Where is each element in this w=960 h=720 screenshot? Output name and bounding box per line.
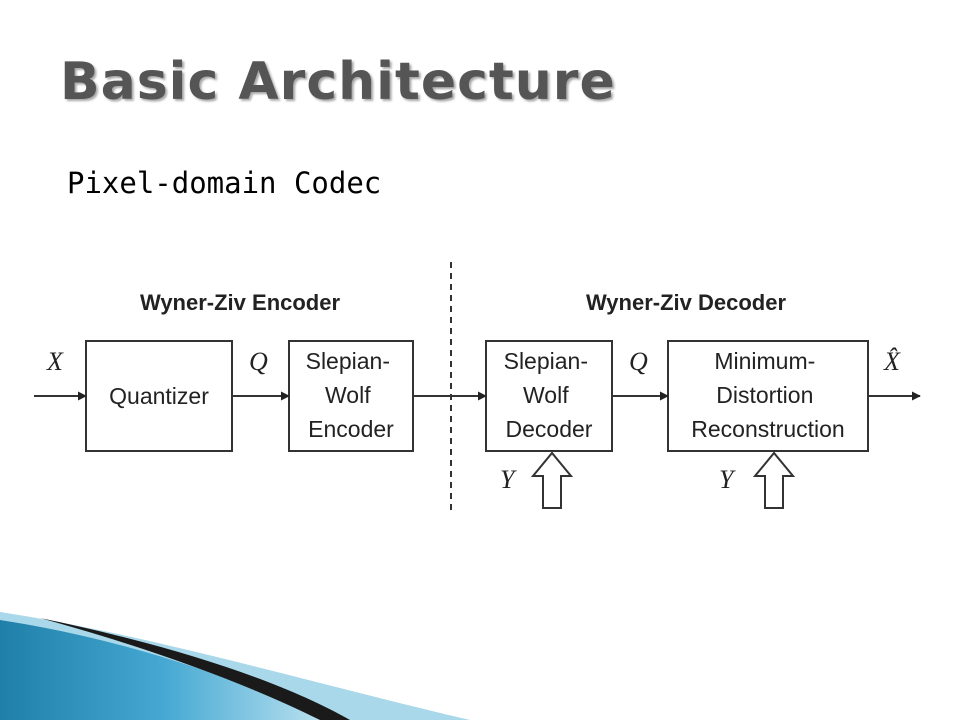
quantizer-block: Quantizer: [85, 340, 233, 452]
swoosh-dark-band: [40, 618, 350, 720]
reconstruction-line-2: Distortion: [716, 382, 813, 408]
reconstruction-line-3: Reconstruction: [691, 416, 844, 442]
output-variable-label: X̂: [883, 347, 901, 376]
side-info-label-reconstruction: Y: [719, 465, 736, 494]
sw-encoder-line-1: Slepian-: [306, 348, 390, 374]
sw-decoder-line-2: Wolf: [523, 382, 569, 408]
reconstruction-block: Minimum- Distortion Reconstruction: [667, 340, 869, 452]
svg-text:Quantizer: Quantizer: [109, 383, 209, 409]
decoder-quantized-variable-label: Q: [629, 347, 648, 376]
slepian-wolf-decoder-block: Slepian- Wolf Decoder: [485, 340, 613, 452]
decoder-heading: Wyner-Ziv Decoder: [586, 290, 787, 315]
reconstruction-line-1: Minimum-: [714, 348, 815, 374]
slepian-wolf-encoder-block: Slepian- Wolf Encoder: [288, 340, 414, 452]
sw-decoder-line-3: Decoder: [506, 416, 593, 442]
wyner-ziv-diagram: Wyner-Ziv Encoder Wyner-Ziv Decoder Quan…: [34, 262, 921, 512]
sw-encoder-line-2: Wolf: [325, 382, 371, 408]
quantizer-label: Quantizer: [109, 383, 209, 409]
slide-subtitle: Pixel-domain Codec: [67, 166, 382, 200]
input-variable-label: X: [46, 347, 64, 376]
corner-swoosh-decoration: [0, 612, 470, 720]
encoder-heading: Wyner-Ziv Encoder: [140, 290, 341, 315]
quantized-variable-label: Q: [249, 347, 268, 376]
svg-text:Slepian- Wolf Enco: Slepian- Wolf Encoder: [306, 348, 397, 442]
sw-decoder-line-1: Slepian-: [504, 348, 588, 374]
sw-encoder-line-3: Encoder: [308, 416, 394, 442]
side-info-arrow-reconstruction: [752, 451, 796, 509]
side-info-arrow-decoder: [530, 451, 574, 509]
side-info-label-decoder: Y: [500, 465, 517, 494]
svg-text:Minimum- Distortion: Minimum- Distortion Reconstruction: [691, 348, 844, 442]
slide-title: Basic Architecture: [60, 52, 616, 112]
swoosh-blue-band: [0, 620, 330, 720]
svg-text:Slepian- Wolf Deco: Slepian- Wolf Decoder: [504, 348, 595, 442]
